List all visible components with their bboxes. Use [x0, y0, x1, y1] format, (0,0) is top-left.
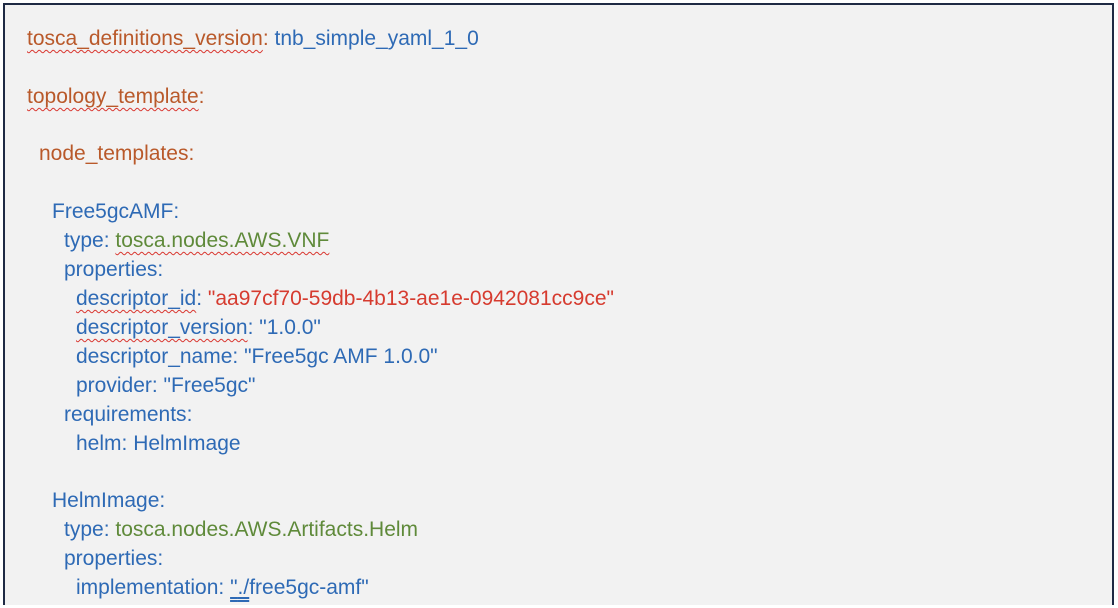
yaml-separator: :	[121, 432, 134, 455]
yaml-key: implementation	[76, 576, 219, 599]
yaml-line-properties: properties:	[64, 546, 163, 572]
yaml-separator: :	[196, 287, 208, 310]
yaml-line-descriptor-id: descriptor_id: "aa97cf70-59db-4b13-ae1e-…	[76, 286, 614, 312]
yaml-separator: :	[188, 142, 195, 165]
yaml-value: "aa97cf70-59db-4b13-ae1e-0942081cc9ce"	[207, 287, 614, 310]
yaml-line-type: type: tosca.nodes.AWS.Artifacts.Helm	[64, 517, 418, 543]
yaml-line-properties: properties:	[64, 257, 163, 283]
yaml-line-node-templates: node_templates:	[39, 141, 194, 167]
yaml-line-type: type: tosca.nodes.AWS.VNF	[64, 228, 329, 254]
yaml-separator: :	[247, 316, 260, 339]
yaml-line-tosca-definitions-version: tosca_definitions_version: tnb_simple_ya…	[27, 26, 479, 52]
yaml-value: tosca.nodes.AWS.Artifacts.Helm	[115, 518, 419, 541]
yaml-key: descriptor_id	[76, 287, 197, 310]
yaml-line-descriptor-name: descriptor_name: "Free5gc AMF 1.0.0"	[76, 344, 438, 370]
yaml-key: tosca_definitions_version	[27, 27, 263, 50]
yaml-value-path-link: ./	[237, 576, 250, 599]
yaml-key: Free5gcAMF	[52, 200, 174, 223]
yaml-separator: :	[157, 258, 164, 281]
yaml-separator: :	[262, 27, 275, 50]
yaml-line-implementation: implementation: "./free5gc-amf"	[76, 575, 369, 601]
yaml-line-topology-template: topology_template:	[27, 84, 204, 110]
yaml-key: provider	[76, 374, 152, 397]
yaml-separator: :	[186, 403, 193, 426]
yaml-key: HelmImage	[52, 489, 160, 512]
yaml-key: requirements	[64, 403, 187, 426]
yaml-separator: :	[159, 489, 166, 512]
yaml-key: properties	[64, 258, 158, 281]
yaml-key: descriptor_name	[76, 345, 233, 368]
yaml-key: helm	[76, 432, 122, 455]
yaml-key: descriptor_version	[76, 316, 248, 339]
yaml-line-helmimage: HelmImage:	[52, 488, 165, 514]
yaml-key: properties	[64, 547, 158, 570]
yaml-value: tosca.nodes.AWS.VNF	[115, 229, 330, 252]
yaml-key: node_templates	[39, 142, 189, 165]
yaml-separator: :	[218, 576, 231, 599]
yaml-value-prefix: "	[230, 576, 238, 599]
yaml-separator: :	[151, 374, 164, 397]
yaml-separator: :	[103, 229, 116, 252]
yaml-value: "Free5gc AMF 1.0.0"	[244, 345, 438, 368]
yaml-value: "Free5gc"	[163, 374, 256, 397]
yaml-line-helm: helm: HelmImage	[76, 431, 241, 457]
yaml-separator: :	[103, 518, 116, 541]
yaml-key: topology_template	[27, 85, 199, 108]
yaml-separator: :	[232, 345, 245, 368]
yaml-line-descriptor-version: descriptor_version: "1.0.0"	[76, 315, 321, 341]
yaml-value: free5gc-amf"	[249, 576, 369, 599]
yaml-value: "1.0.0"	[259, 316, 321, 339]
yaml-separator: :	[173, 200, 180, 223]
yaml-value: tnb_simple_yaml_1_0	[274, 27, 479, 50]
yaml-line-free5gcamf: Free5gcAMF:	[52, 199, 179, 225]
yaml-line-requirements: requirements:	[64, 402, 192, 428]
yaml-separator: :	[157, 547, 164, 570]
yaml-separator: :	[198, 85, 205, 108]
yaml-value: HelmImage	[133, 432, 241, 455]
yaml-line-provider: provider: "Free5gc"	[76, 373, 256, 399]
yaml-key: type	[64, 229, 104, 252]
yaml-document: tosca_definitions_version: tnb_simple_ya…	[3, 3, 1114, 605]
yaml-key: type	[64, 518, 104, 541]
